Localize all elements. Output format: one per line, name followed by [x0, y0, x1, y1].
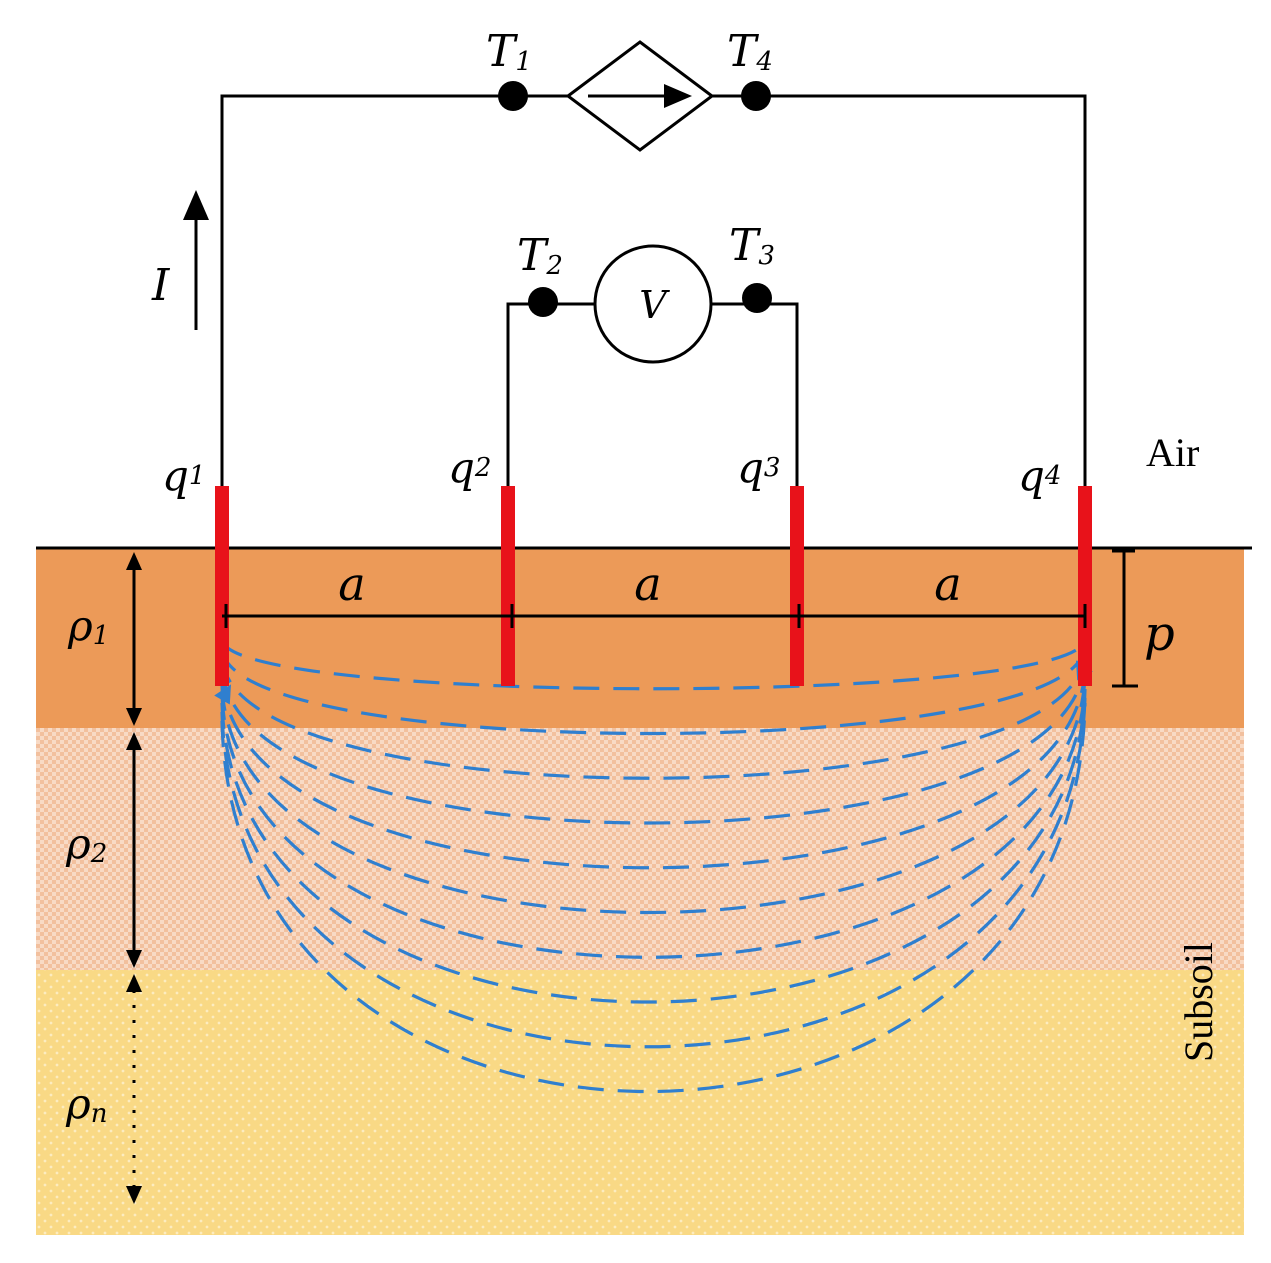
label-q3: q3	[737, 443, 780, 492]
label-q1: q1	[162, 451, 205, 500]
label-q4: q4	[1018, 451, 1061, 500]
field-line	[220, 695, 1087, 1049]
current-source	[565, 40, 715, 152]
probe-q2	[501, 486, 515, 686]
current-loop-wire-right	[712, 94, 1087, 486]
label-rhon: ρn	[65, 1079, 107, 1129]
voltage-loop-wire-right	[711, 302, 799, 486]
spacing-dimension	[222, 604, 1087, 628]
current-label: I	[151, 260, 171, 311]
layer1-thickness-arrow	[126, 552, 142, 726]
layer-n-thickness-arrow	[126, 974, 142, 1204]
layer-1	[36, 548, 1244, 728]
current-direction-arrow	[183, 190, 209, 330]
label-t4: T4	[727, 26, 773, 77]
label-rho1: ρ1	[67, 601, 109, 651]
voltmeter-label: V	[639, 283, 670, 327]
depth-dimension	[1112, 549, 1138, 688]
terminal-t3	[742, 283, 772, 313]
terminal-t1	[498, 81, 528, 111]
label-rho2: ρ2	[65, 819, 107, 869]
field-line	[220, 639, 1087, 691]
layer2-thickness-arrow	[126, 732, 142, 968]
field-line	[220, 646, 1087, 736]
terminal-t4	[741, 81, 771, 111]
spacing-label-3: a	[934, 557, 961, 611]
field-line	[220, 681, 1087, 959]
label-t2: T2	[517, 230, 563, 281]
layer-2	[36, 728, 1244, 970]
depth-label: p	[1144, 606, 1175, 662]
field-line	[220, 702, 1087, 1094]
terminal-t2	[528, 287, 558, 317]
field-line	[220, 660, 1087, 825]
probe-q1	[215, 486, 229, 686]
air-label: Air	[1146, 430, 1199, 475]
label-q2: q2	[448, 443, 491, 492]
subsoil-label: Subsoil	[1176, 942, 1221, 1062]
voltage-loop-wire-left	[506, 302, 595, 486]
field-line	[220, 688, 1087, 1004]
spacing-label-2: a	[634, 557, 661, 611]
probe-q3	[790, 486, 804, 686]
label-t3: T3	[729, 220, 775, 271]
probe-q4	[1078, 486, 1092, 686]
spacing-label-1: a	[338, 557, 365, 611]
field-arrow-q1	[214, 684, 231, 705]
label-t1: T1	[486, 26, 532, 77]
field-line	[220, 674, 1087, 915]
current-loop-wire	[220, 94, 568, 486]
voltmeter: V	[593, 244, 713, 364]
field-line	[220, 653, 1087, 780]
layer-n	[36, 970, 1244, 1235]
